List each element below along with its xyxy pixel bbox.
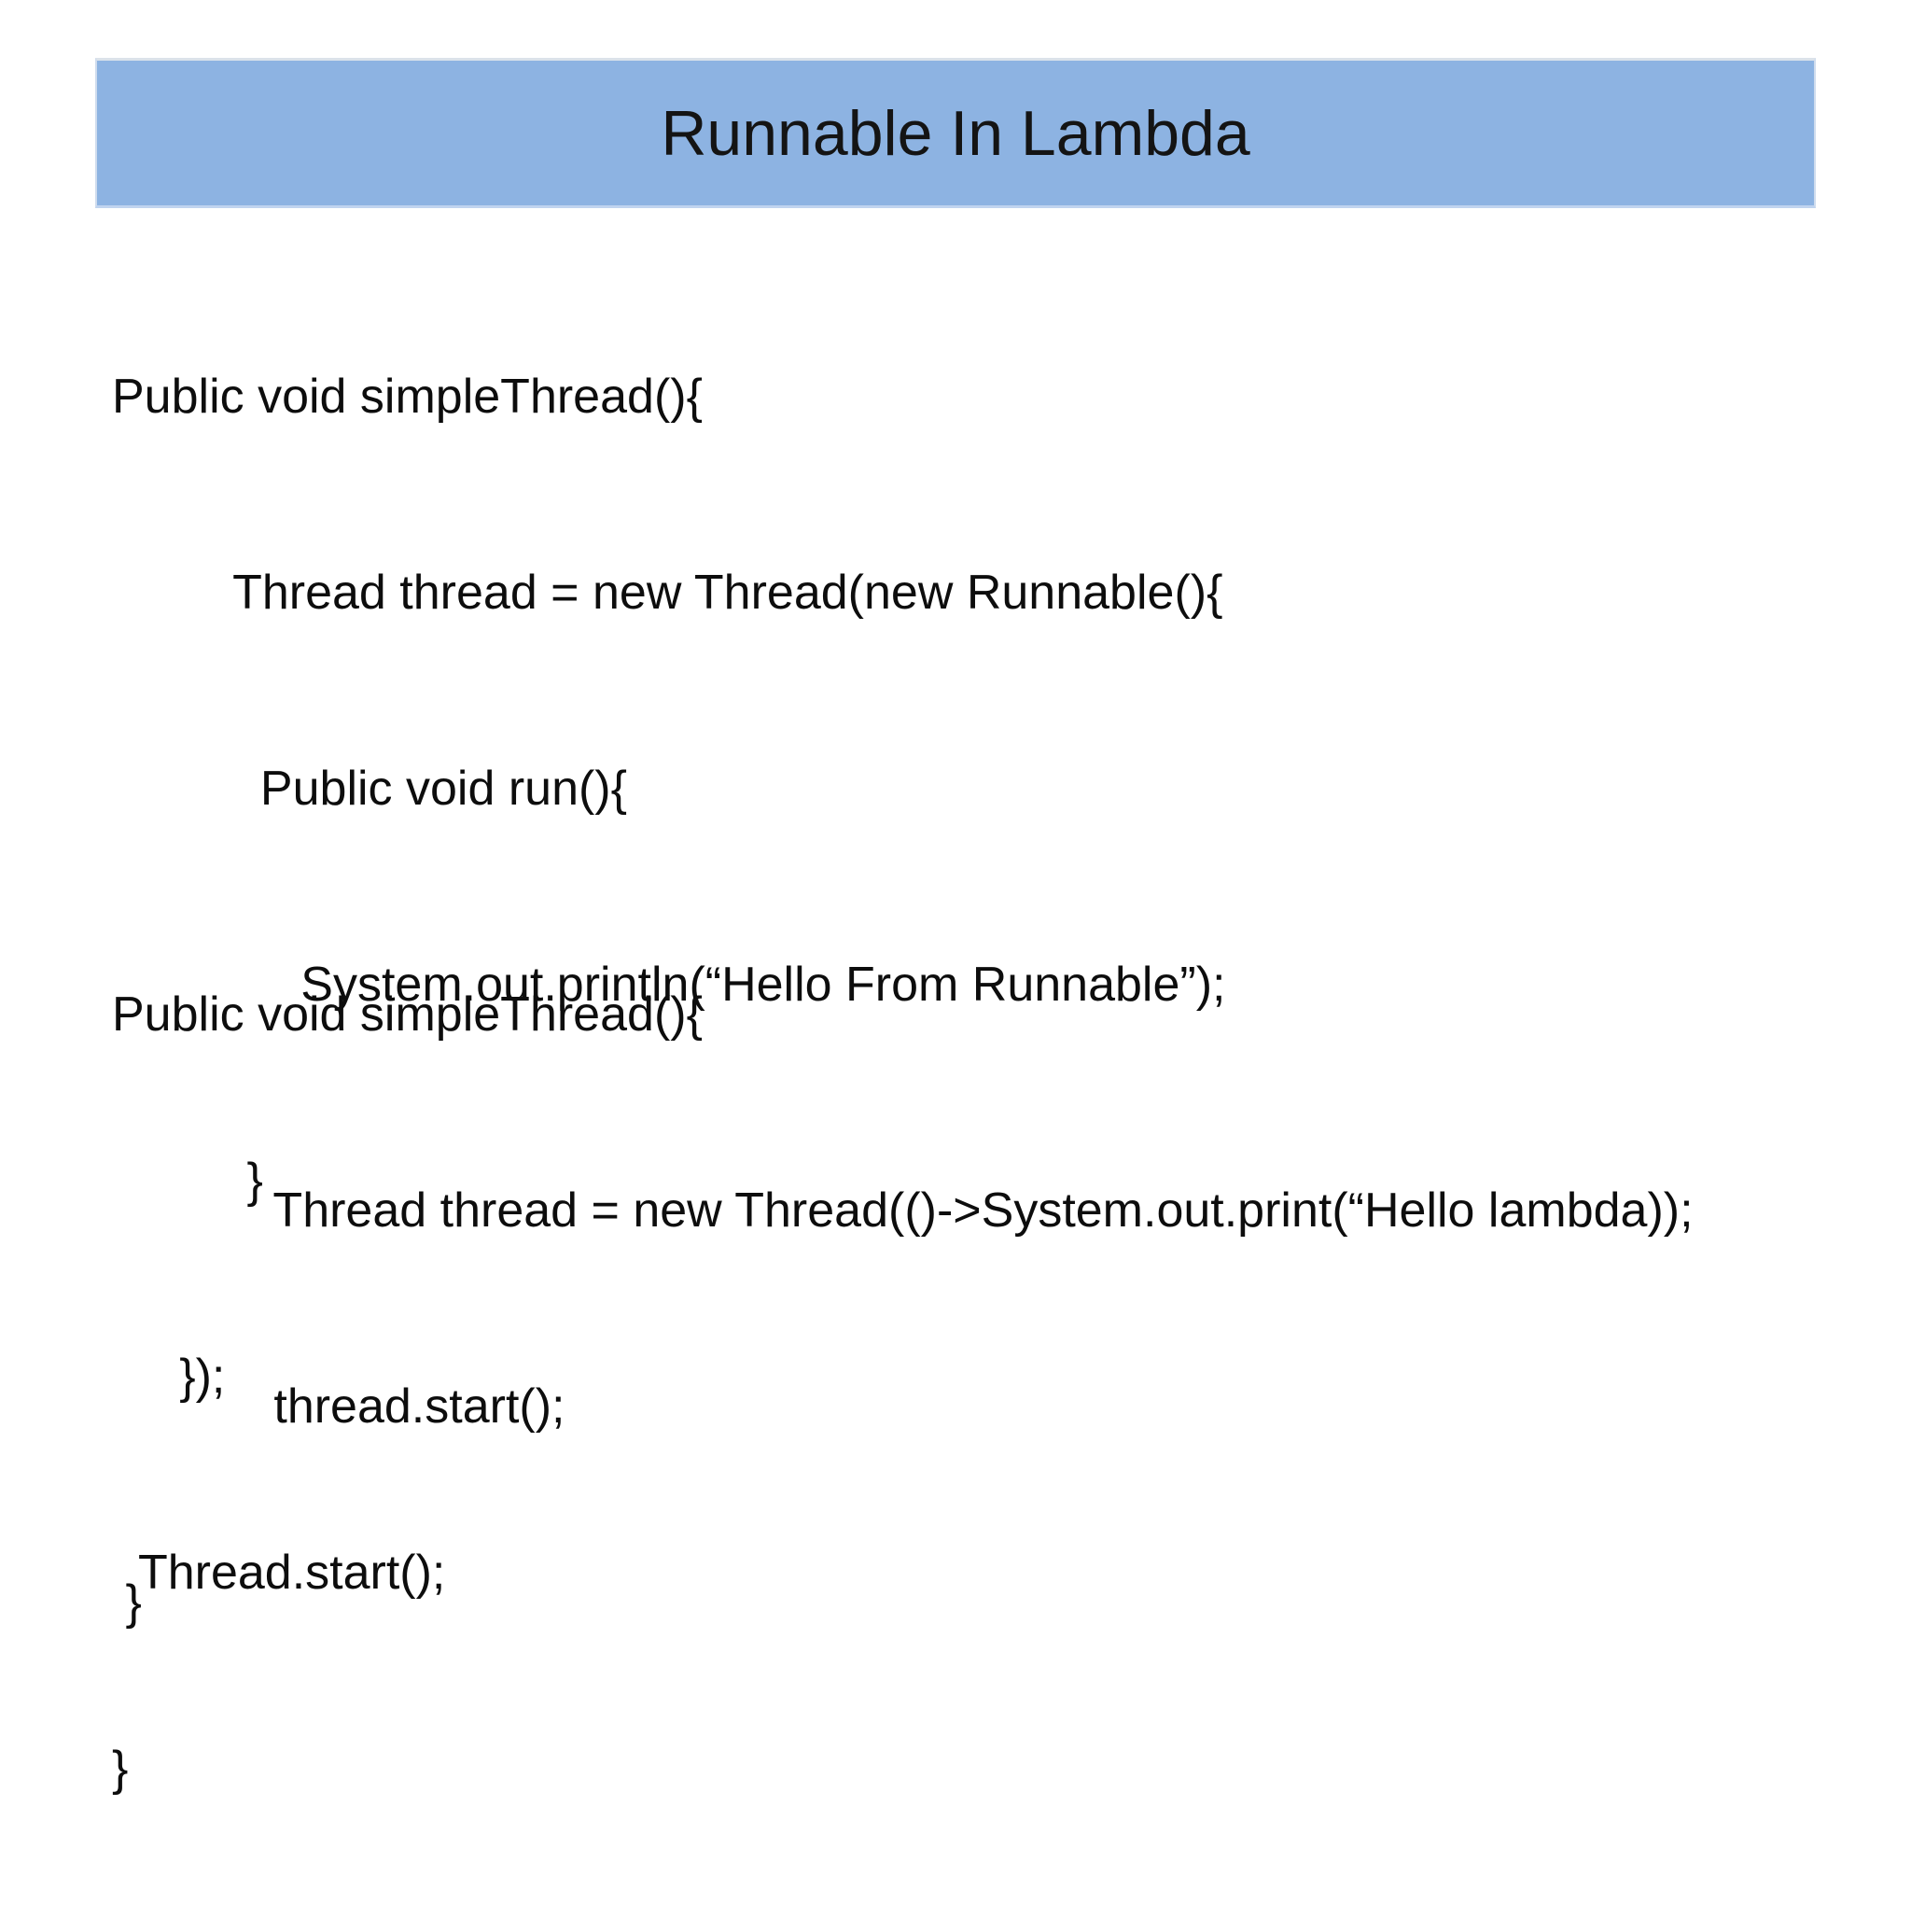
code-block-runnable: Public void simpleThread(){ Thread threa…: [112, 233, 1226, 1932]
code-line: thread.start();: [112, 1379, 565, 1434]
code-line: }: [112, 1154, 263, 1208]
code-block-lambda: Public void simpleThread(){ Thread threa…: [112, 851, 1694, 1766]
code-line: Thread thread = new Thread(()->System.ou…: [112, 1183, 1694, 1238]
code-line: }: [112, 1575, 142, 1630]
slide-title: Runnable In Lambda: [661, 97, 1250, 169]
code-line: System.out.println(“Hello From Runnable”…: [112, 958, 1226, 1012]
code-line: Public void run(){: [112, 762, 627, 816]
code-line: Thread thread = new Thread(new Runnable(…: [112, 566, 1223, 620]
code-line: Public void simpleThread(){: [112, 370, 703, 424]
code-line: Public void simpleThread(){: [112, 987, 703, 1042]
title-bar: Runnable In Lambda: [95, 58, 1816, 208]
code-line: });: [112, 1350, 226, 1404]
